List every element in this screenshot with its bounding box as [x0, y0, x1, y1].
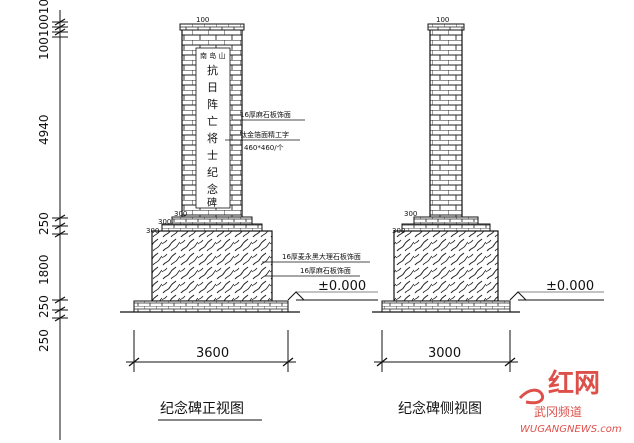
side-cap: [427, 23, 465, 31]
front-inscription-char-5: 将: [207, 132, 218, 145]
front-step-1: [171, 216, 253, 225]
front-inscription-char-3: 阵: [207, 97, 218, 111]
watermark-logo-swoosh: [518, 388, 545, 405]
front-inscription: 南 岛 山 抗 日 阵 亡 将 士 纪 念 碑: [200, 51, 225, 209]
dim-label-250-lower: 250: [37, 329, 51, 352]
front-width-dimension: 3600: [126, 330, 296, 372]
front-step-mark-3: 300: [146, 227, 159, 235]
side-view-caption: 纪念碑侧视图: [398, 400, 482, 417]
watermark-url: WUGANGNEWS.com: [520, 424, 622, 435]
front-width-label: 3600: [196, 346, 229, 361]
side-shaft: [429, 27, 463, 221]
watermark: 红网 武冈频道 WUGANGNEWS.com: [518, 368, 622, 435]
side-footing: [381, 300, 511, 313]
side-elevation-marker: ±0.000: [509, 279, 604, 301]
side-elevation-label: ±0.000: [546, 279, 594, 294]
dim-label-4940: 4940: [37, 114, 51, 145]
side-width-label: 3000: [428, 346, 461, 361]
left-dimension-axis: [52, 10, 68, 440]
dim-label-250-middle: 250: [37, 295, 51, 318]
front-footing: [133, 300, 289, 313]
dim-label-100100100: 100100100: [37, 0, 51, 60]
front-note-4: 16厚麦永黑大理石板饰面: [282, 252, 361, 261]
front-elevation-label: ±0.000: [318, 279, 366, 294]
front-note-5: 16厚麻石板饰面: [300, 266, 351, 275]
front-notes: 16厚麻石板饰面 钛金箔面精工字 460*460/个 16厚麦永黑大理石板饰面 …: [225, 110, 370, 277]
front-step-mark-2: 300: [158, 218, 171, 226]
watermark-brand: 红网: [548, 368, 600, 399]
front-inscription-char-2: 日: [207, 81, 218, 94]
front-inscription-char-4: 亡: [207, 114, 218, 128]
front-cap: [179, 23, 245, 31]
front-step-2: [161, 223, 263, 232]
side-step-mark-2: 300: [392, 227, 405, 235]
front-note-3: 460*460/个: [244, 144, 284, 152]
front-marks: 100 300 300 300: [146, 16, 209, 235]
watermark-channel: 武冈频道: [534, 405, 582, 419]
dim-label-250-upper: 250: [37, 212, 51, 235]
front-inscription-char-1: 抗: [207, 63, 218, 77]
front-note-2: 钛金箔面精工字: [240, 130, 289, 139]
front-inscription-char-9: 碑: [207, 196, 217, 209]
front-elevation-marker: ±0.000: [287, 279, 378, 301]
front-marble-base: [151, 230, 273, 302]
side-width-dimension: 3000: [374, 330, 518, 372]
side-step-2: [401, 223, 491, 232]
front-view-caption: 纪念碑正视图: [160, 400, 244, 417]
front-inscription-char-7: 纪: [207, 166, 218, 179]
left-dimension-labels: 100100100 4940 250 1800 250 250: [37, 0, 51, 352]
side-top-mark: 100: [436, 16, 449, 24]
front-inscription-char-8: 念: [207, 182, 218, 196]
front-inscription-top: 南 岛 山: [200, 51, 225, 60]
front-top-mark: 100: [196, 16, 209, 24]
front-note-1: 16厚麻石板饰面: [240, 110, 291, 119]
front-step-mark-1: 300: [174, 210, 187, 218]
front-inscription-panel: [195, 47, 231, 209]
front-view-monument: [120, 23, 300, 313]
side-step-1: [413, 216, 479, 225]
side-step-mark-1: 300: [404, 210, 417, 218]
dim-label-1800: 1800: [37, 254, 51, 285]
side-marks: 100 300 300: [392, 16, 449, 235]
side-view-monument: [372, 23, 520, 313]
side-marble-base: [393, 230, 499, 302]
front-inscription-char-6: 士: [207, 149, 218, 162]
